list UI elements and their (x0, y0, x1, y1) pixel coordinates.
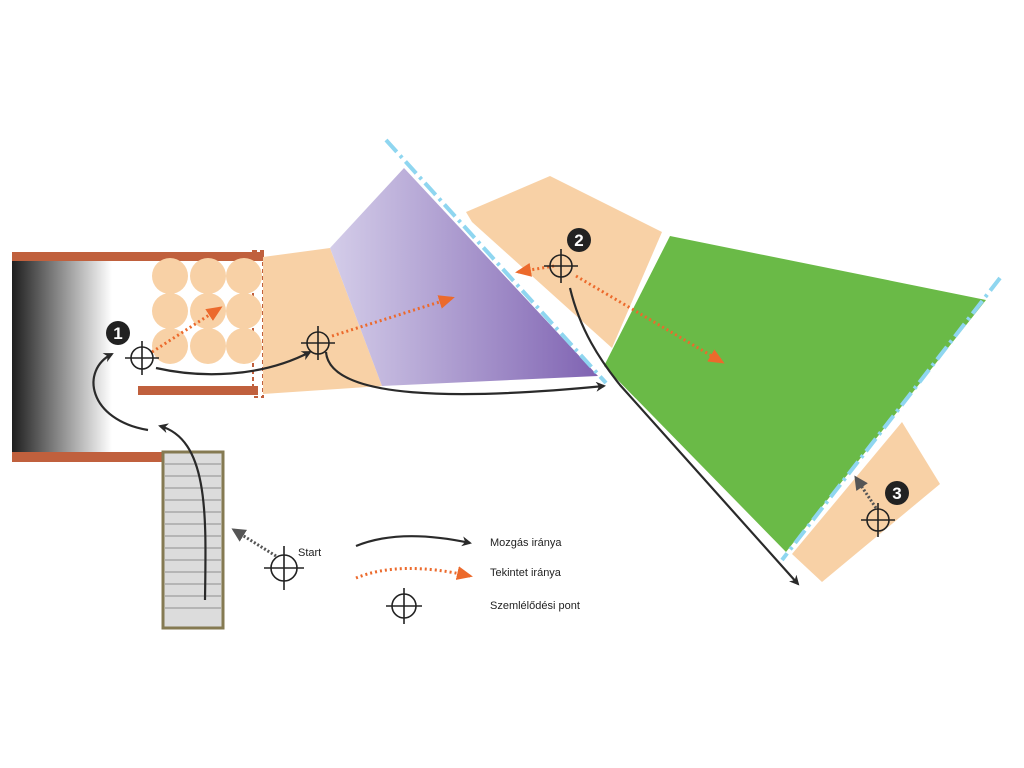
point-number: 1 (113, 324, 122, 343)
crosshair-icon (861, 503, 895, 537)
sand-plaza (263, 248, 382, 394)
legend-view-label: Tekintet iránya (490, 567, 562, 579)
crosshair-icon (125, 341, 159, 375)
legend-movement-label: Mozgás iránya (490, 537, 562, 549)
start-label: Start (298, 547, 321, 559)
violet-triangle (330, 168, 598, 386)
start-arrow (231, 528, 277, 558)
crosshair-icon (544, 249, 578, 283)
green-triangle (604, 236, 986, 552)
water-edge-1 (384, 138, 608, 385)
inner-wall (138, 386, 258, 395)
legend-movement-arrow (355, 535, 472, 548)
lower-sand-area (792, 422, 940, 582)
move-stairs-up (158, 423, 207, 601)
point-number: 3 (892, 484, 901, 503)
view-point-2-right (575, 274, 725, 364)
point-badge-1: 1 (106, 321, 130, 345)
view-point-2-left (515, 262, 555, 277)
legend: Mozgás iránya Tekintet iránya Szemlélődé… (355, 535, 580, 624)
gray-arrows (231, 475, 878, 558)
movement-arrows (92, 287, 800, 601)
legend-viewpoint-label: Szemlélődési pont (490, 600, 580, 612)
legend-view-arrow (355, 566, 473, 580)
crosshair-icon (301, 326, 335, 360)
gate-shadow (12, 258, 112, 454)
top-wall (12, 252, 264, 261)
water-edge-2 (780, 276, 1002, 562)
crosshair-icon (264, 546, 304, 590)
point-badge-3: 3 (885, 481, 909, 505)
point-number: 2 (574, 231, 583, 250)
crosshair-icon (386, 588, 422, 624)
point-badge-2: 2 (567, 228, 591, 252)
move-point-2-down (568, 287, 800, 586)
move-point-1-to-plaza (155, 351, 312, 376)
view-plaza (331, 295, 455, 338)
upper-sand-area (466, 176, 662, 348)
view-point-1 (151, 306, 223, 354)
view-arrows (151, 262, 725, 364)
move-plaza-to-violet (324, 351, 606, 396)
ball-grid (152, 258, 262, 364)
stairs (161, 450, 225, 630)
bottom-wall (12, 452, 162, 462)
move-to-point-1 (92, 353, 149, 432)
